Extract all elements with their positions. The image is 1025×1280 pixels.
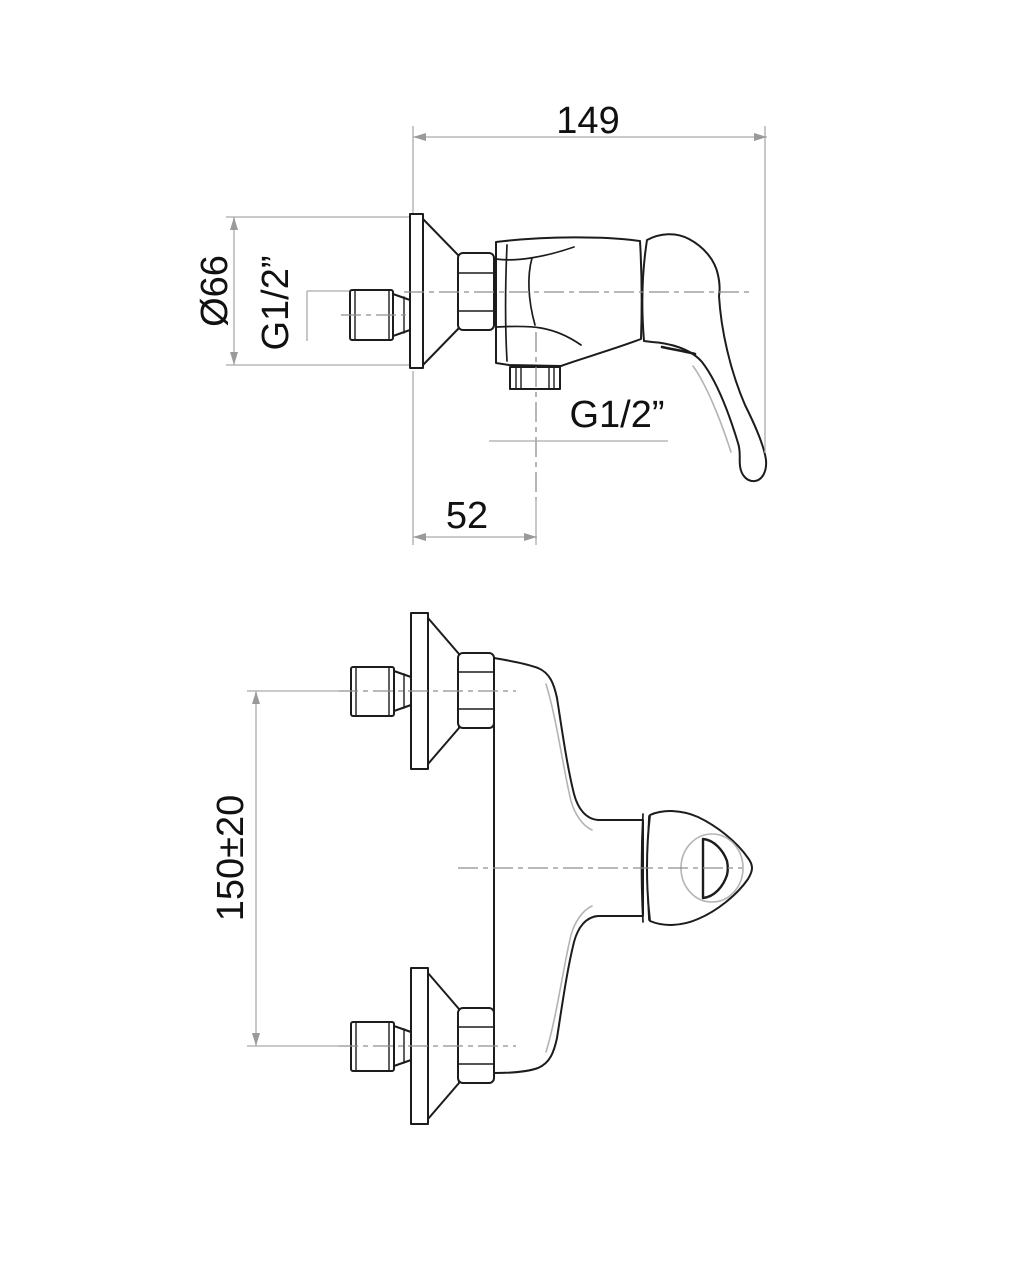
dimension-149: 149 [412,100,767,453]
dimension-plate-diameter: Ø66 [194,216,409,366]
dimension-150: 150±20 [210,690,340,1047]
dim-149-label: 149 [556,100,619,142]
inlet-thread-label: G1/2” [255,255,297,350]
wall-plate [409,213,424,369]
dim-52-label: 52 [446,495,488,537]
label-inlet-thread: G1/2” [255,255,349,351]
handle-knob [646,810,753,926]
plan-view: 150±20 [210,612,753,1125]
lever-handle [641,233,768,483]
dim-150-label: 150±20 [210,795,252,922]
dimension-52: 52 [412,371,537,545]
mixer-body [495,236,643,367]
label-outlet-thread: G1/2” [489,394,668,442]
outlet-spigot [509,366,561,390]
mixer-body-plan [493,657,650,1074]
outlet-thread-label: G1/2” [569,394,664,436]
side-view: 149 Ø66 G1/2” G1/2” 5 [194,100,768,545]
dim-diameter-label: Ø66 [194,255,236,327]
